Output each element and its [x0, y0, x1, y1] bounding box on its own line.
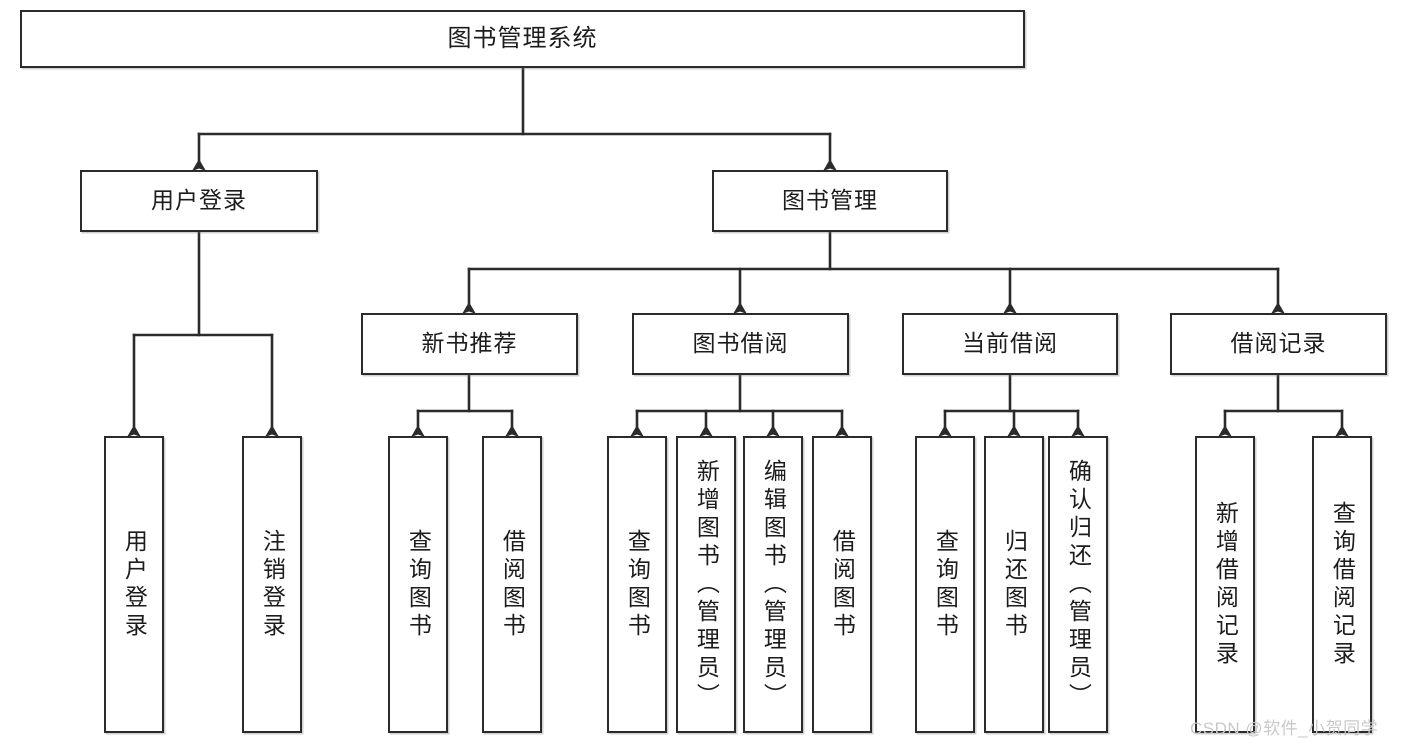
node-leaf-query-book-1-label: 查询图书 — [405, 528, 432, 641]
node-root-label: 图书管理系统 — [447, 24, 598, 52]
node-leaf-query-book-1[interactable]: 查询图书 — [388, 436, 448, 733]
node-borrow-record-label: 借阅记录 — [1230, 330, 1327, 357]
node-leaf-add-record[interactable]: 新增借阅记录 — [1195, 436, 1255, 733]
node-leaf-return-book[interactable]: 归还图书 — [984, 436, 1044, 733]
node-root[interactable]: 图书管理系统 — [20, 10, 1025, 68]
node-book-manage[interactable]: 图书管理 — [712, 170, 948, 232]
node-current-borrow-label: 当前借阅 — [962, 330, 1058, 357]
node-new-book-recommend-label: 新书推荐 — [421, 330, 518, 357]
node-leaf-borrow-book-2-label: 借阅图书 — [829, 528, 856, 641]
node-book-borrow-label: 图书借阅 — [692, 330, 789, 357]
node-current-borrow[interactable]: 当前借阅 — [902, 313, 1118, 375]
node-book-borrow[interactable]: 图书借阅 — [632, 313, 849, 375]
node-user-login-label: 用户登录 — [151, 187, 247, 214]
node-leaf-query-book-2[interactable]: 查询图书 — [607, 436, 667, 733]
node-book-manage-label: 图书管理 — [782, 187, 878, 214]
node-leaf-edit-book[interactable]: 编辑图书（管理员） — [743, 436, 803, 733]
node-leaf-confirm-return[interactable]: 确认归还（管理员） — [1048, 436, 1108, 733]
node-leaf-user-login-label: 用户登录 — [121, 528, 148, 641]
node-leaf-borrow-book-1-label: 借阅图书 — [499, 528, 526, 641]
node-leaf-query-book-2-label: 查询图书 — [624, 528, 651, 641]
node-leaf-query-book-3[interactable]: 查询图书 — [915, 436, 975, 733]
node-user-login[interactable]: 用户登录 — [80, 170, 318, 232]
node-leaf-query-record-label: 查询借阅记录 — [1329, 500, 1356, 669]
node-borrow-record[interactable]: 借阅记录 — [1170, 313, 1387, 375]
node-leaf-add-record-label: 新增借阅记录 — [1212, 500, 1239, 669]
node-leaf-borrow-book-1[interactable]: 借阅图书 — [482, 436, 542, 733]
node-leaf-add-book-label: 新增图书（管理员） — [693, 458, 720, 711]
node-leaf-query-book-3-label: 查询图书 — [932, 528, 959, 641]
node-leaf-query-record[interactable]: 查询借阅记录 — [1312, 436, 1372, 733]
node-leaf-return-book-label: 归还图书 — [1001, 528, 1028, 641]
node-new-book-recommend[interactable]: 新书推荐 — [361, 313, 578, 375]
node-leaf-user-login[interactable]: 用户登录 — [104, 436, 164, 733]
node-leaf-add-book[interactable]: 新增图书（管理员） — [676, 436, 736, 733]
csdn-watermark: CSDN @软件_小贺同学 — [1190, 719, 1379, 738]
node-leaf-logout-label: 注销登录 — [259, 528, 286, 641]
node-leaf-logout[interactable]: 注销登录 — [242, 436, 302, 733]
node-leaf-confirm-return-label: 确认归还（管理员） — [1065, 458, 1092, 711]
node-leaf-edit-book-label: 编辑图书（管理员） — [760, 458, 787, 711]
node-leaf-borrow-book-2[interactable]: 借阅图书 — [812, 436, 872, 733]
